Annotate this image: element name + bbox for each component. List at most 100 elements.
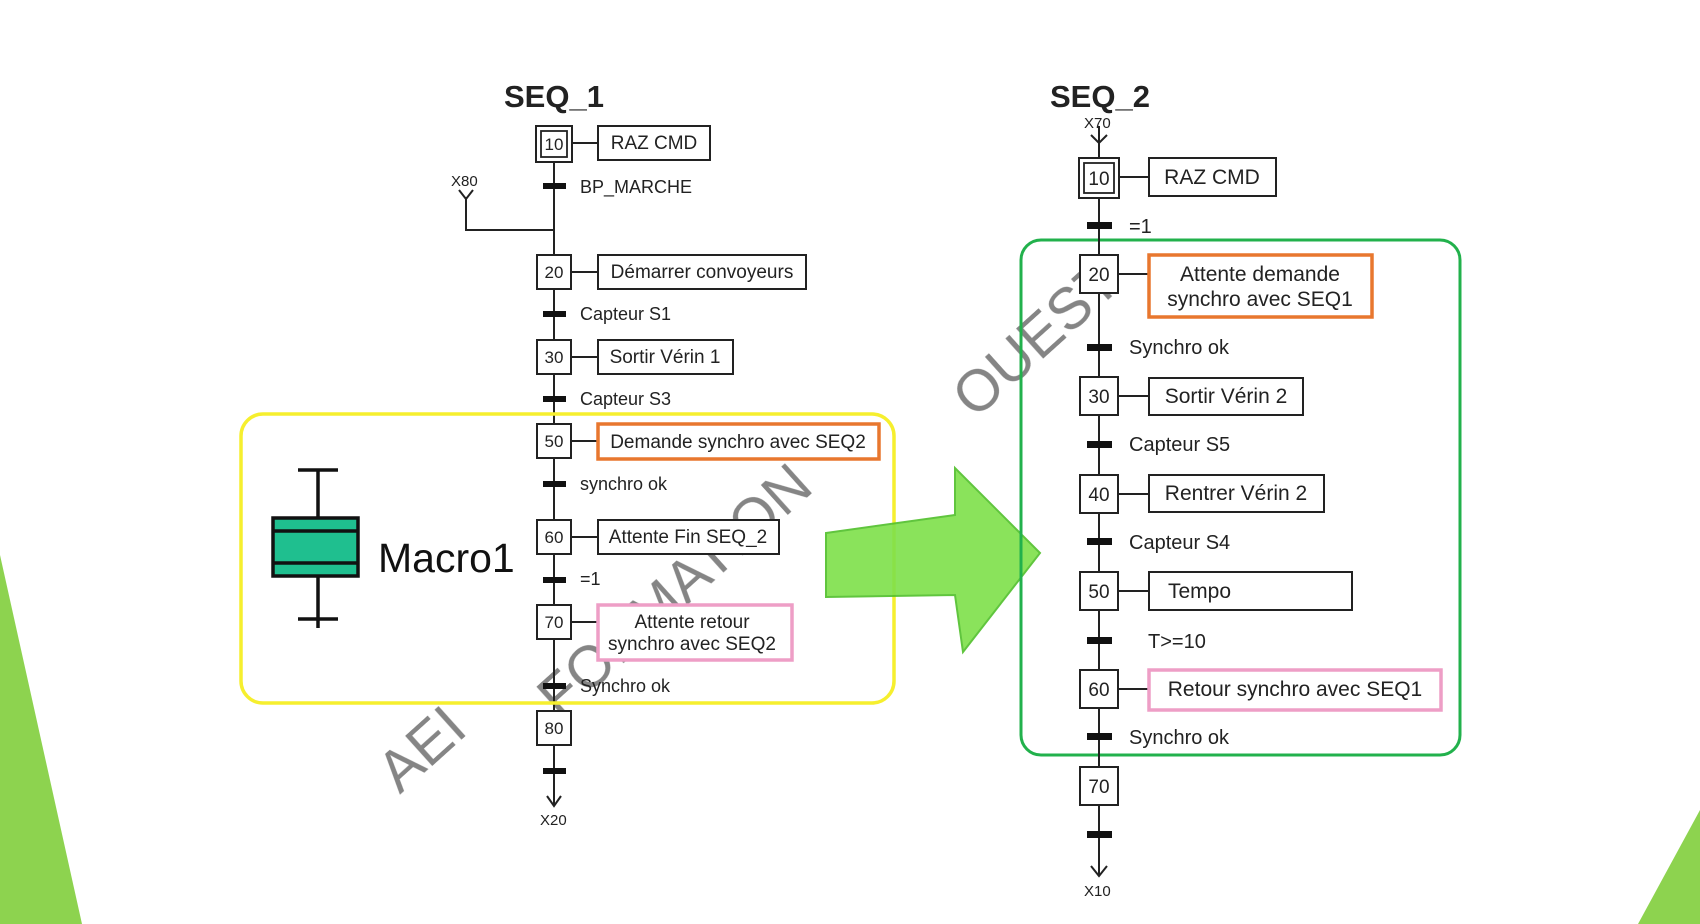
step-number: 40 <box>1088 485 1109 506</box>
seq2-step-50[interactable]: 50 <box>1079 571 1119 611</box>
action-label: Démarrer convoyeurs <box>611 262 794 283</box>
watermark-line2: FORMATION <box>525 451 824 729</box>
seq2-transition-label: Synchro ok <box>1129 727 1230 749</box>
seq1-transition-label: Capteur S3 <box>580 389 671 409</box>
seq1-link-out-label: X20 <box>540 812 567 829</box>
seq1-step-70[interactable]: 70 <box>536 604 572 640</box>
seq1-link-x80-arrow-icon <box>458 189 474 201</box>
action-label: RAZ CMD <box>611 133 698 154</box>
transition-bar <box>543 183 566 189</box>
transition-bar <box>543 577 566 583</box>
seq2-transition-label: Capteur S4 <box>1129 532 1230 554</box>
transition-bar <box>1087 733 1112 740</box>
step-number: 30 <box>1088 387 1109 408</box>
seq2-link-in-label: X70 <box>1084 115 1111 132</box>
sync-frame-green <box>1019 238 1462 757</box>
seq2-transition-label: T>=10 <box>1148 631 1206 653</box>
seq1-action-box-highlight-pink <box>596 603 794 662</box>
step-number: 60 <box>1088 680 1109 701</box>
seq1-transition-label: Synchro ok <box>580 676 671 696</box>
action-label: Demande synchro avec SEQ2 <box>610 432 866 453</box>
seq2-step-60[interactable]: 60 <box>1079 669 1119 709</box>
transition-bar <box>543 396 566 402</box>
step-number: 70 <box>545 613 564 632</box>
action-label-line1: Attente demande <box>1180 263 1340 286</box>
seq2-transitions <box>1087 222 1112 838</box>
seq1-action-box <box>597 519 780 555</box>
action-label: RAZ CMD <box>1164 166 1260 189</box>
step-number: 10 <box>1088 169 1109 190</box>
seq2-action-box <box>1148 571 1353 611</box>
step-number: 60 <box>545 528 564 547</box>
transition-bar <box>1087 637 1112 644</box>
seq2-transition-label: Synchro ok <box>1129 337 1230 359</box>
seq2-action-box <box>1148 157 1277 197</box>
seq1-title: SEQ_1 <box>504 79 604 114</box>
step-number: 80 <box>545 719 564 738</box>
seq2-action-box-highlight-orange <box>1147 253 1374 319</box>
seq2-title: SEQ_2 <box>1050 79 1150 114</box>
seq1-transition-label: =1 <box>580 569 601 589</box>
corner-triangle-left <box>0 555 82 924</box>
seq1-transition-label: synchro ok <box>580 474 668 494</box>
seq1-transition-label: BP_MARCHE <box>580 177 692 198</box>
seq1-step-50[interactable]: 50 <box>536 423 572 459</box>
seq2-link-x10-arrow-icon <box>1090 865 1108 878</box>
step-number: 50 <box>545 432 564 451</box>
step-number: 30 <box>545 348 564 367</box>
seq1-link-x80-line <box>465 197 554 231</box>
action-label: Retour synchro avec SEQ1 <box>1168 678 1422 701</box>
seq1-link-in-label: X80 <box>451 173 478 190</box>
transition-bar <box>1087 441 1112 448</box>
seq2-step-10[interactable]: 10 <box>1078 157 1120 199</box>
seq1-transition-label: Capteur S1 <box>580 304 671 324</box>
transition-bar <box>543 311 566 317</box>
step-number: 10 <box>545 135 564 154</box>
seq1-action-box <box>597 254 807 290</box>
seq2-link-out-label: X10 <box>1084 883 1111 900</box>
macro-step-icon <box>271 468 360 628</box>
step-number: 20 <box>545 263 564 282</box>
seq1-action-box-highlight-orange <box>596 422 881 461</box>
seq1-action-box <box>597 339 734 375</box>
transition-bar <box>1087 344 1112 351</box>
seq1-step-60[interactable]: 60 <box>536 519 572 555</box>
step-number: 70 <box>1088 777 1109 798</box>
seq1-step-30[interactable]: 30 <box>536 339 572 375</box>
transition-bar <box>1087 538 1112 545</box>
action-label: Sortir Vérin 1 <box>610 347 721 368</box>
seq2-step-30[interactable]: 30 <box>1079 376 1119 416</box>
macro-label: Macro1 <box>378 535 515 581</box>
seq2-step-20[interactable]: 20 <box>1079 254 1119 294</box>
watermark-line1: AEI <box>365 694 478 805</box>
seq1-action-box <box>597 125 711 161</box>
step-number: 50 <box>1088 582 1109 603</box>
transition-bar <box>543 481 566 487</box>
transition-bar <box>1087 831 1112 838</box>
seq1-transitions <box>543 183 566 774</box>
action-label: Tempo <box>1168 580 1231 603</box>
action-label-line2: synchro avec SEQ2 <box>608 634 776 655</box>
action-label-line2: synchro avec SEQ1 <box>1167 288 1353 311</box>
seq2-step-40[interactable]: 40 <box>1079 474 1119 514</box>
seq2-step-70[interactable]: 70 <box>1079 766 1119 806</box>
step-number: 20 <box>1088 265 1109 286</box>
seq1-step-10[interactable]: 10 <box>535 125 573 163</box>
seq1-link-x20-arrow-icon <box>546 795 562 808</box>
action-label: Sortir Vérin 2 <box>1165 385 1288 408</box>
transition-bar <box>543 768 566 774</box>
transition-bar <box>1087 222 1112 229</box>
seq2-transition-label: =1 <box>1129 216 1152 238</box>
big-right-arrow-icon <box>825 465 1042 655</box>
seq1-step-20[interactable]: 20 <box>536 254 572 290</box>
action-label: Rentrer Vérin 2 <box>1165 482 1307 505</box>
seq2-action-box-highlight-pink <box>1147 668 1443 712</box>
seq2-link-x70-arrow-icon <box>1090 134 1108 145</box>
seq2-action-box <box>1148 474 1325 513</box>
seq2-transition-label: Capteur S5 <box>1129 434 1230 456</box>
action-label-line1: Attente retour <box>634 612 750 633</box>
seq2-action-box <box>1148 377 1304 416</box>
action-label: Attente Fin SEQ_2 <box>609 527 767 548</box>
seq1-step-80[interactable]: 80 <box>536 710 572 746</box>
